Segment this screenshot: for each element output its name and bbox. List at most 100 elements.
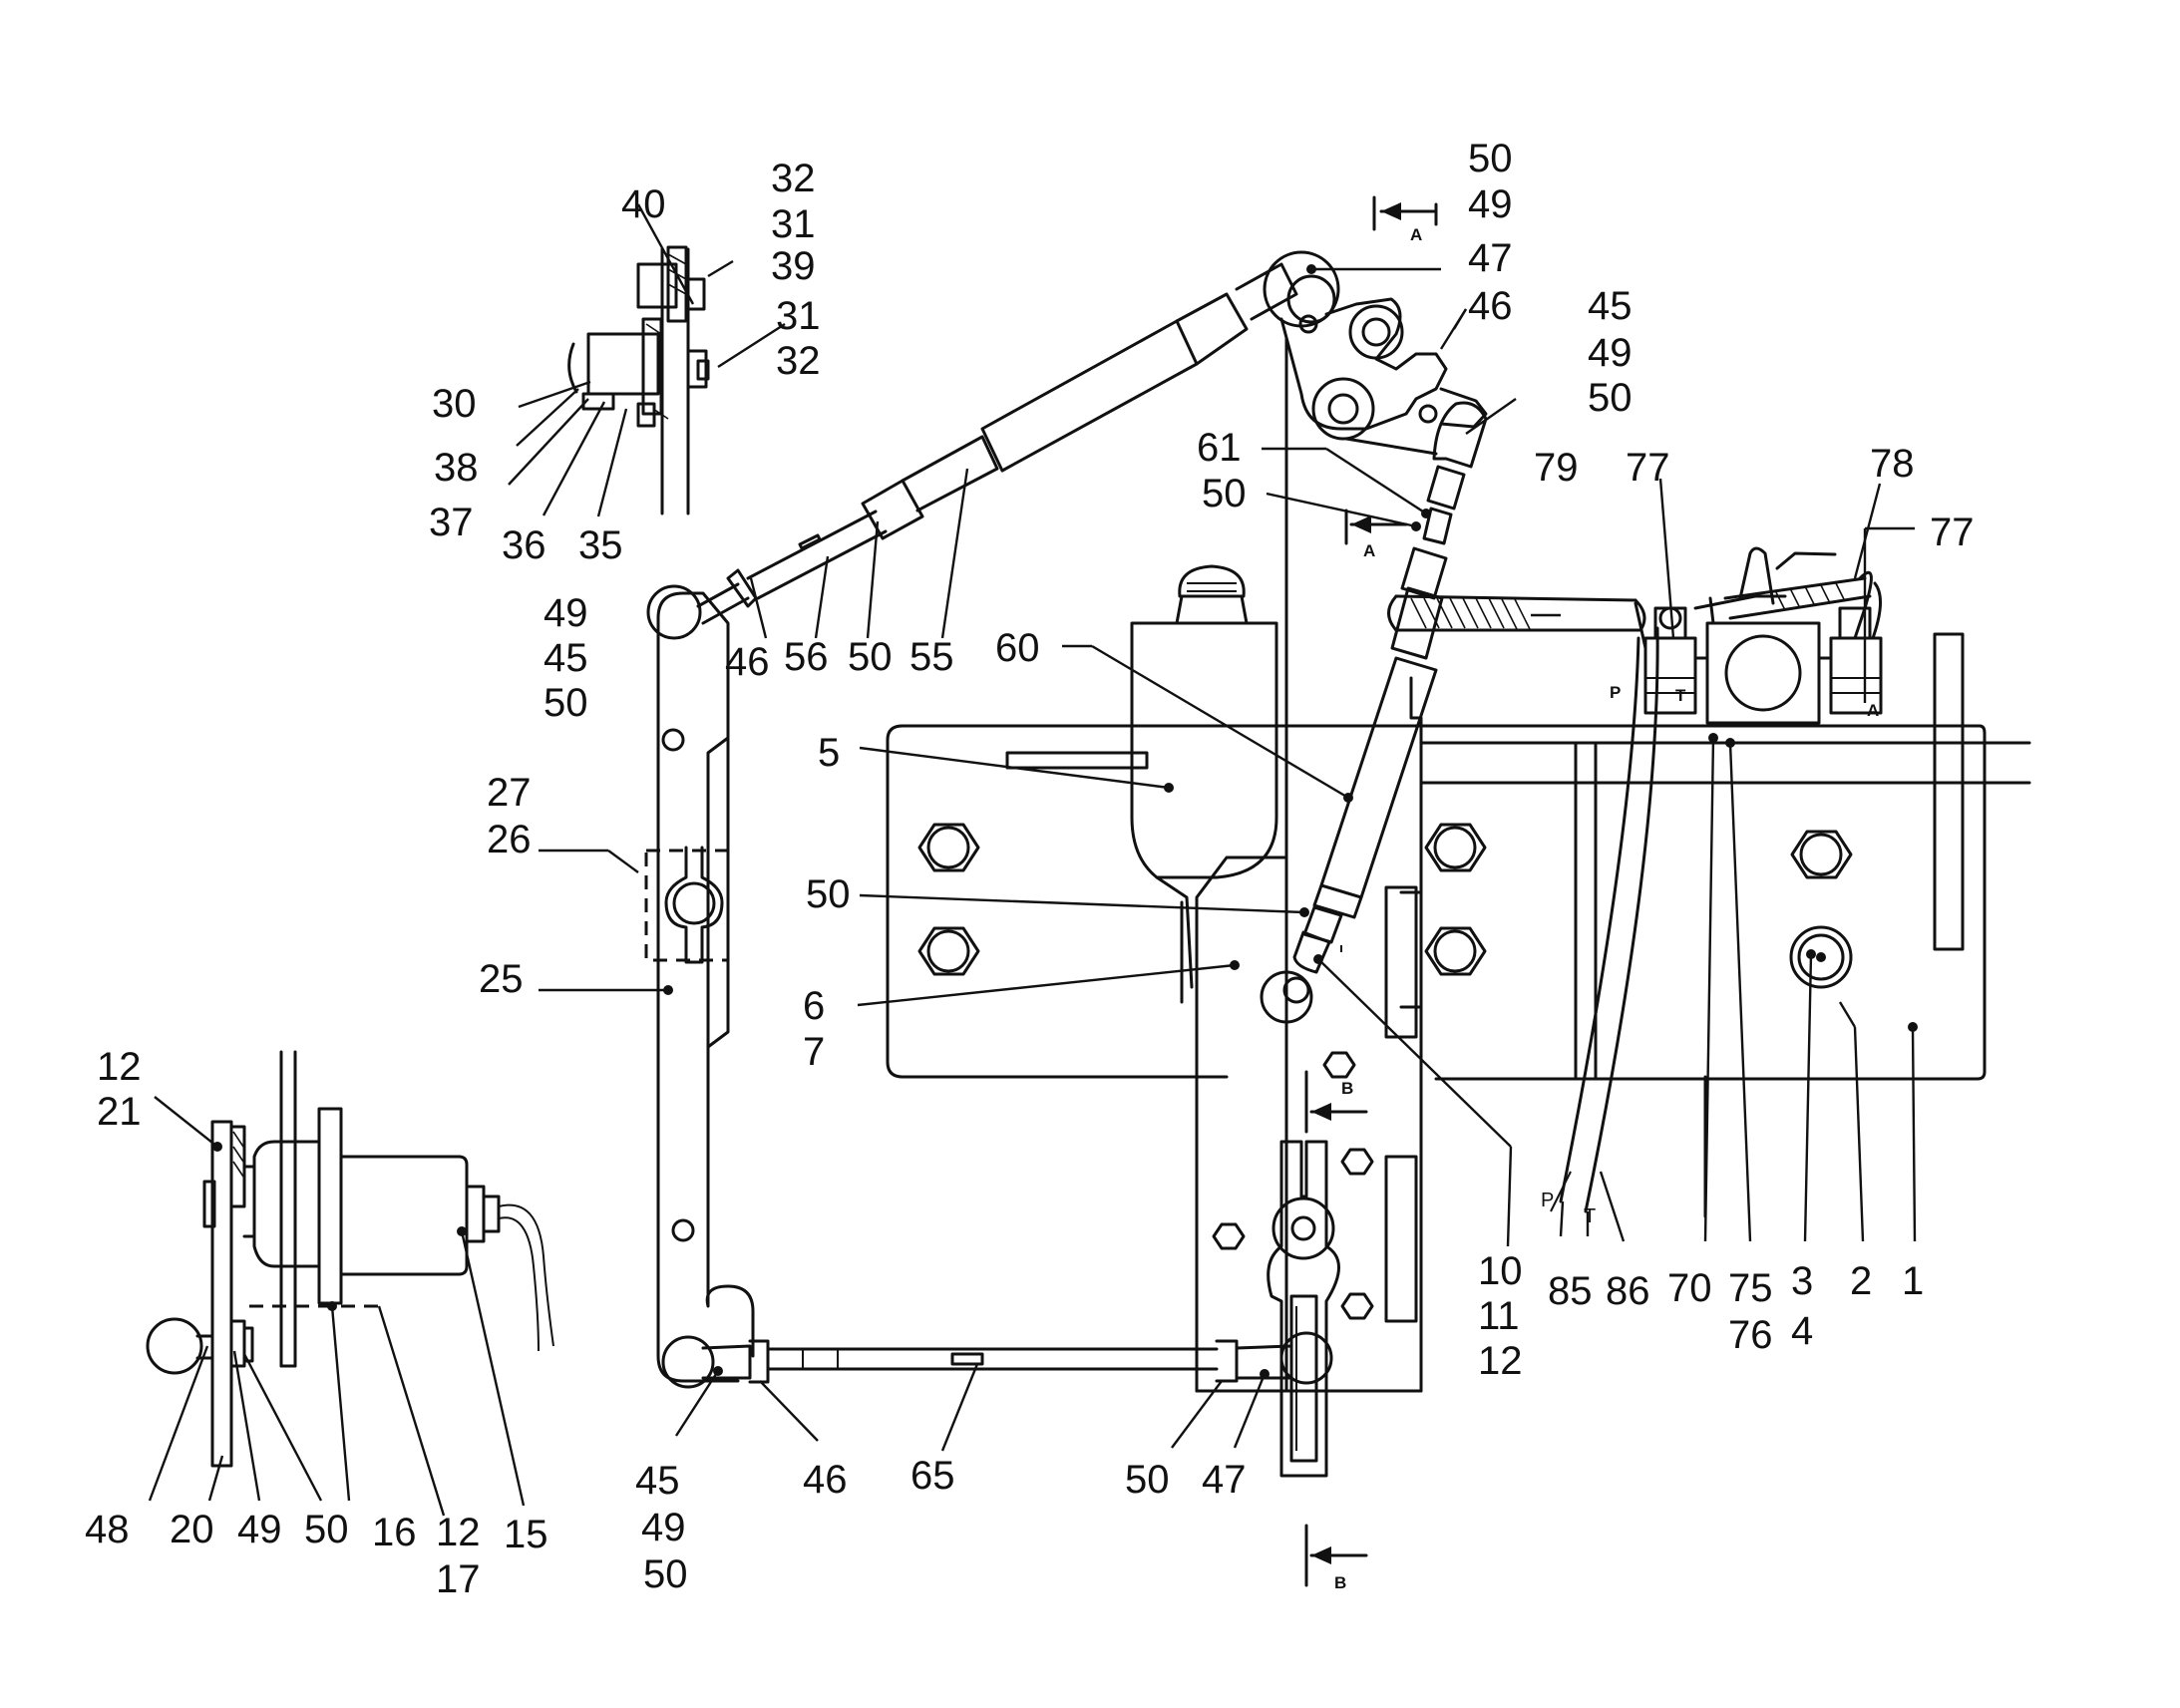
port-label: P	[1610, 683, 1621, 702]
part-number-label: 50	[806, 872, 851, 916]
pt-lines	[1550, 626, 1659, 1213]
part-number-label: 47	[1468, 236, 1513, 280]
part-number-label: 77	[1626, 446, 1670, 490]
part-number-label: 39	[771, 244, 816, 288]
section-mark-a-mid: A	[1344, 509, 1408, 560]
part-number-label: 49	[237, 1508, 282, 1551]
part-number-label: 3	[1791, 1259, 1813, 1303]
top-bell-crank	[1263, 250, 1488, 456]
part-number-label: 60	[995, 626, 1040, 670]
part-number-label: 31	[771, 202, 816, 246]
part-number-label: 86	[1606, 1269, 1650, 1313]
part-number-label: 12	[436, 1511, 481, 1554]
part-number-label: 45	[1588, 284, 1633, 328]
callout-labels: 50 49 47 46 45 49 50 61 50 79 77 78 77 3…	[85, 137, 1975, 1601]
port-label: P	[1541, 1190, 1554, 1211]
part-number-label: 6	[803, 984, 825, 1028]
part-number-label: 50	[848, 635, 893, 679]
part-number-label: 27	[487, 771, 532, 815]
part-number-label: 17	[436, 1557, 481, 1601]
part-number-label: 1	[1902, 1259, 1924, 1303]
section-mark-label: A	[1410, 225, 1422, 244]
detail-bracket-top	[567, 245, 710, 515]
part-number-label: 46	[803, 1458, 848, 1502]
part-number-label: 4	[1791, 1309, 1813, 1353]
part-number-label: 32	[771, 157, 816, 200]
left-lever-frame	[644, 584, 755, 1383]
part-number-label: 49	[544, 591, 588, 635]
part-number-label: 50	[1202, 472, 1247, 515]
hex-bolt-icon	[1424, 823, 1487, 872]
part-number-label: 50	[1125, 1458, 1170, 1502]
port-label: A	[1867, 701, 1879, 720]
hex-nut-icon	[1340, 1148, 1374, 1176]
part-number-label: 5	[818, 731, 840, 775]
hex-bolt-icon	[917, 926, 980, 976]
section-mark-label: B	[1341, 1079, 1353, 1098]
part-number-label: 10	[1478, 1249, 1523, 1293]
part-number-label: 79	[1534, 446, 1579, 490]
part-number-label: 16	[372, 1511, 417, 1554]
part-number-label: 50	[1588, 376, 1633, 420]
part-number-label: 11	[1478, 1294, 1520, 1338]
hex-nut-icon	[1340, 1292, 1374, 1320]
part-number-label: 78	[1870, 442, 1915, 486]
part-number-label: 15	[504, 1513, 548, 1556]
port-label: T	[1584, 1205, 1596, 1227]
part-number-label: 50	[1468, 137, 1513, 180]
oil-tank	[1130, 564, 1278, 1004]
hex-bolt-icon	[1790, 830, 1853, 879]
part-number-label: 50	[643, 1552, 688, 1596]
part-number-label: 61	[1197, 426, 1242, 470]
part-number-label: 26	[487, 818, 532, 861]
part-number-label: 38	[434, 446, 479, 490]
part-number-label: 48	[85, 1508, 130, 1551]
part-number-label: 85	[1548, 1269, 1593, 1313]
hex-nut-icon	[1212, 1222, 1246, 1250]
part-number-label: 20	[170, 1508, 214, 1551]
port-label: T	[1675, 686, 1686, 705]
section-mark-b-bottom: B	[1304, 1524, 1368, 1592]
part-number-label: 56	[784, 635, 829, 679]
part-number-label: 65	[910, 1454, 955, 1498]
part-number-label: 50	[544, 681, 588, 725]
part-number-label: 35	[578, 523, 623, 567]
detail-solenoid	[146, 1050, 554, 1468]
hydraulic-cylinder	[1260, 401, 1488, 1024]
part-number-label: 31	[776, 294, 821, 338]
hex-nut-icon	[1322, 1051, 1356, 1079]
part-number-label: 7	[803, 1030, 825, 1074]
part-number-label: 25	[479, 957, 524, 1001]
part-number-label: 45	[544, 636, 588, 680]
slotted-link	[1267, 1140, 1340, 1478]
part-number-label: 45	[635, 1459, 680, 1503]
part-number-label: 70	[1667, 1266, 1712, 1310]
section-mark-b-top: B	[1304, 1070, 1368, 1134]
part-number-label: 36	[502, 523, 546, 567]
part-number-label: 12	[1478, 1339, 1523, 1383]
part-number-label: 49	[641, 1506, 686, 1549]
hex-bolt-icon	[917, 823, 980, 872]
part-number-label: 75	[1728, 1266, 1773, 1310]
section-mark-label: B	[1334, 1573, 1346, 1592]
upper-linkage-rod	[696, 262, 1298, 625]
round-bolt-icon	[1789, 925, 1853, 989]
hydraulic-hose	[1387, 570, 1882, 650]
part-number-label: 47	[1202, 1458, 1247, 1502]
part-number-label: 30	[432, 382, 477, 426]
vertical-column	[1195, 337, 1423, 1393]
section-mark-a-top: A	[1372, 195, 1438, 244]
leader-lines	[148, 203, 1918, 1517]
part-number-label: 21	[97, 1090, 142, 1134]
part-number-label: 77	[1930, 511, 1975, 554]
part-number-label: 49	[1588, 331, 1633, 375]
part-number-label: 40	[621, 182, 666, 226]
hex-bolt-icon	[1424, 926, 1487, 976]
section-mark-label: A	[1363, 541, 1375, 560]
part-number-label: 12	[97, 1045, 142, 1089]
part-number-label: 46	[1468, 284, 1513, 328]
part-number-label: 50	[304, 1508, 349, 1551]
part-number-label: 2	[1850, 1259, 1872, 1303]
part-number-label: 46	[725, 640, 770, 684]
